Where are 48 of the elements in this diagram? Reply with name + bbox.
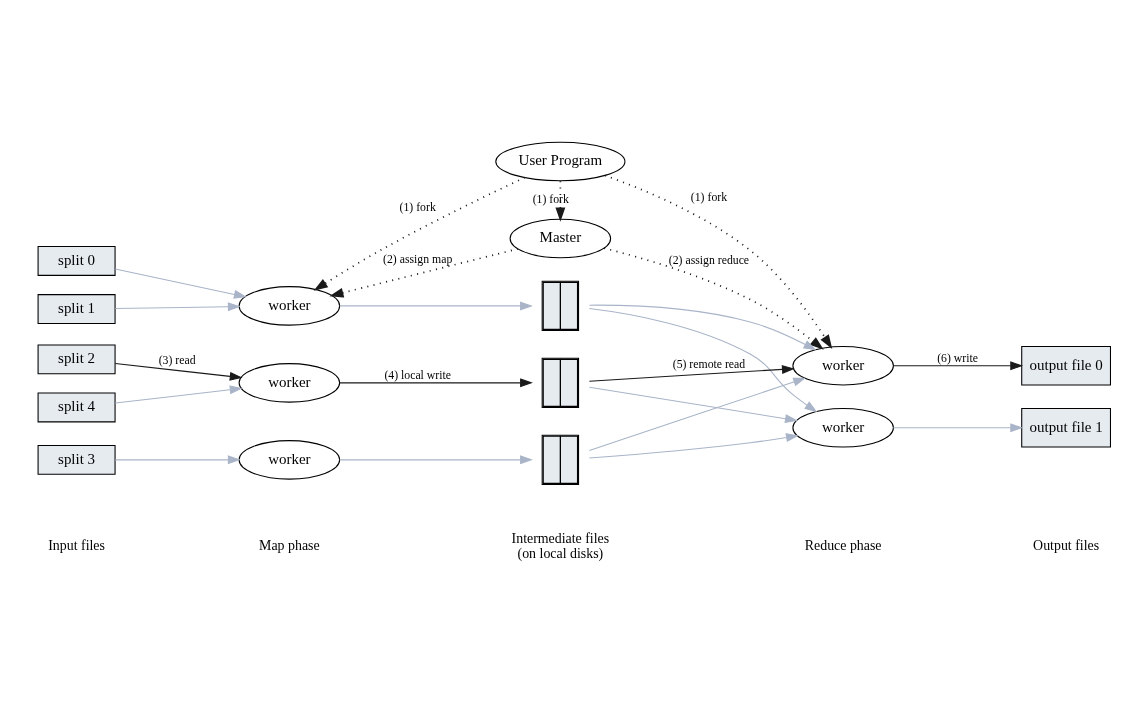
label: Input files (48, 537, 105, 553)
arrow (313, 176, 526, 291)
arrow (555, 179, 566, 222)
arrow (339, 377, 533, 387)
node-box: split 1 (37, 293, 116, 324)
arrow (114, 301, 241, 311)
arrow (114, 454, 241, 464)
node-ellipse: worker (792, 407, 894, 448)
arrow (114, 384, 243, 404)
arrow (588, 432, 799, 458)
arrow (603, 246, 824, 350)
arrow (588, 377, 807, 451)
node-ellipse: worker (238, 285, 341, 326)
node-box: split 3 (37, 444, 116, 475)
arrow (892, 422, 1024, 432)
arrow (114, 267, 247, 299)
arrow (892, 360, 1024, 370)
arrow (588, 386, 798, 423)
node-box: split 2 (37, 343, 116, 374)
node-box: split 4 (37, 392, 116, 422)
arrow (339, 300, 533, 310)
edge-label: (2) assign reduce (668, 253, 750, 267)
edge-label: (6) write (937, 351, 978, 365)
edge-label: (1) fork (690, 190, 728, 204)
edge-label: (1) fork (399, 200, 436, 213)
arrow (329, 247, 519, 297)
arrow (588, 364, 795, 382)
node-ellipse: worker (238, 362, 341, 403)
node-ellipse: Master (509, 218, 612, 258)
arrow (339, 454, 533, 464)
edge-label: (2) assign map (383, 252, 453, 266)
label: Output files (1033, 537, 1100, 553)
arrow (588, 307, 818, 412)
arrow (604, 174, 833, 349)
arrow (114, 362, 243, 381)
edge-label: (5) remote read (672, 357, 746, 371)
label: Intermediate files (on local disks) (511, 530, 610, 561)
edge-label: (1) fork (532, 192, 569, 206)
edge-label: (4) local write (384, 368, 451, 382)
node-ellipse: User Program (495, 141, 626, 181)
node-ellipse: worker (238, 439, 341, 480)
arrow (588, 304, 817, 350)
node-box: split 0 (37, 245, 116, 276)
label: Reduce phase (804, 537, 882, 553)
label: Map phase (259, 537, 320, 553)
node-box: output file 0 (1021, 345, 1111, 386)
node-box: output file 1 (1021, 407, 1111, 448)
edge-label: (3) read (158, 353, 196, 367)
